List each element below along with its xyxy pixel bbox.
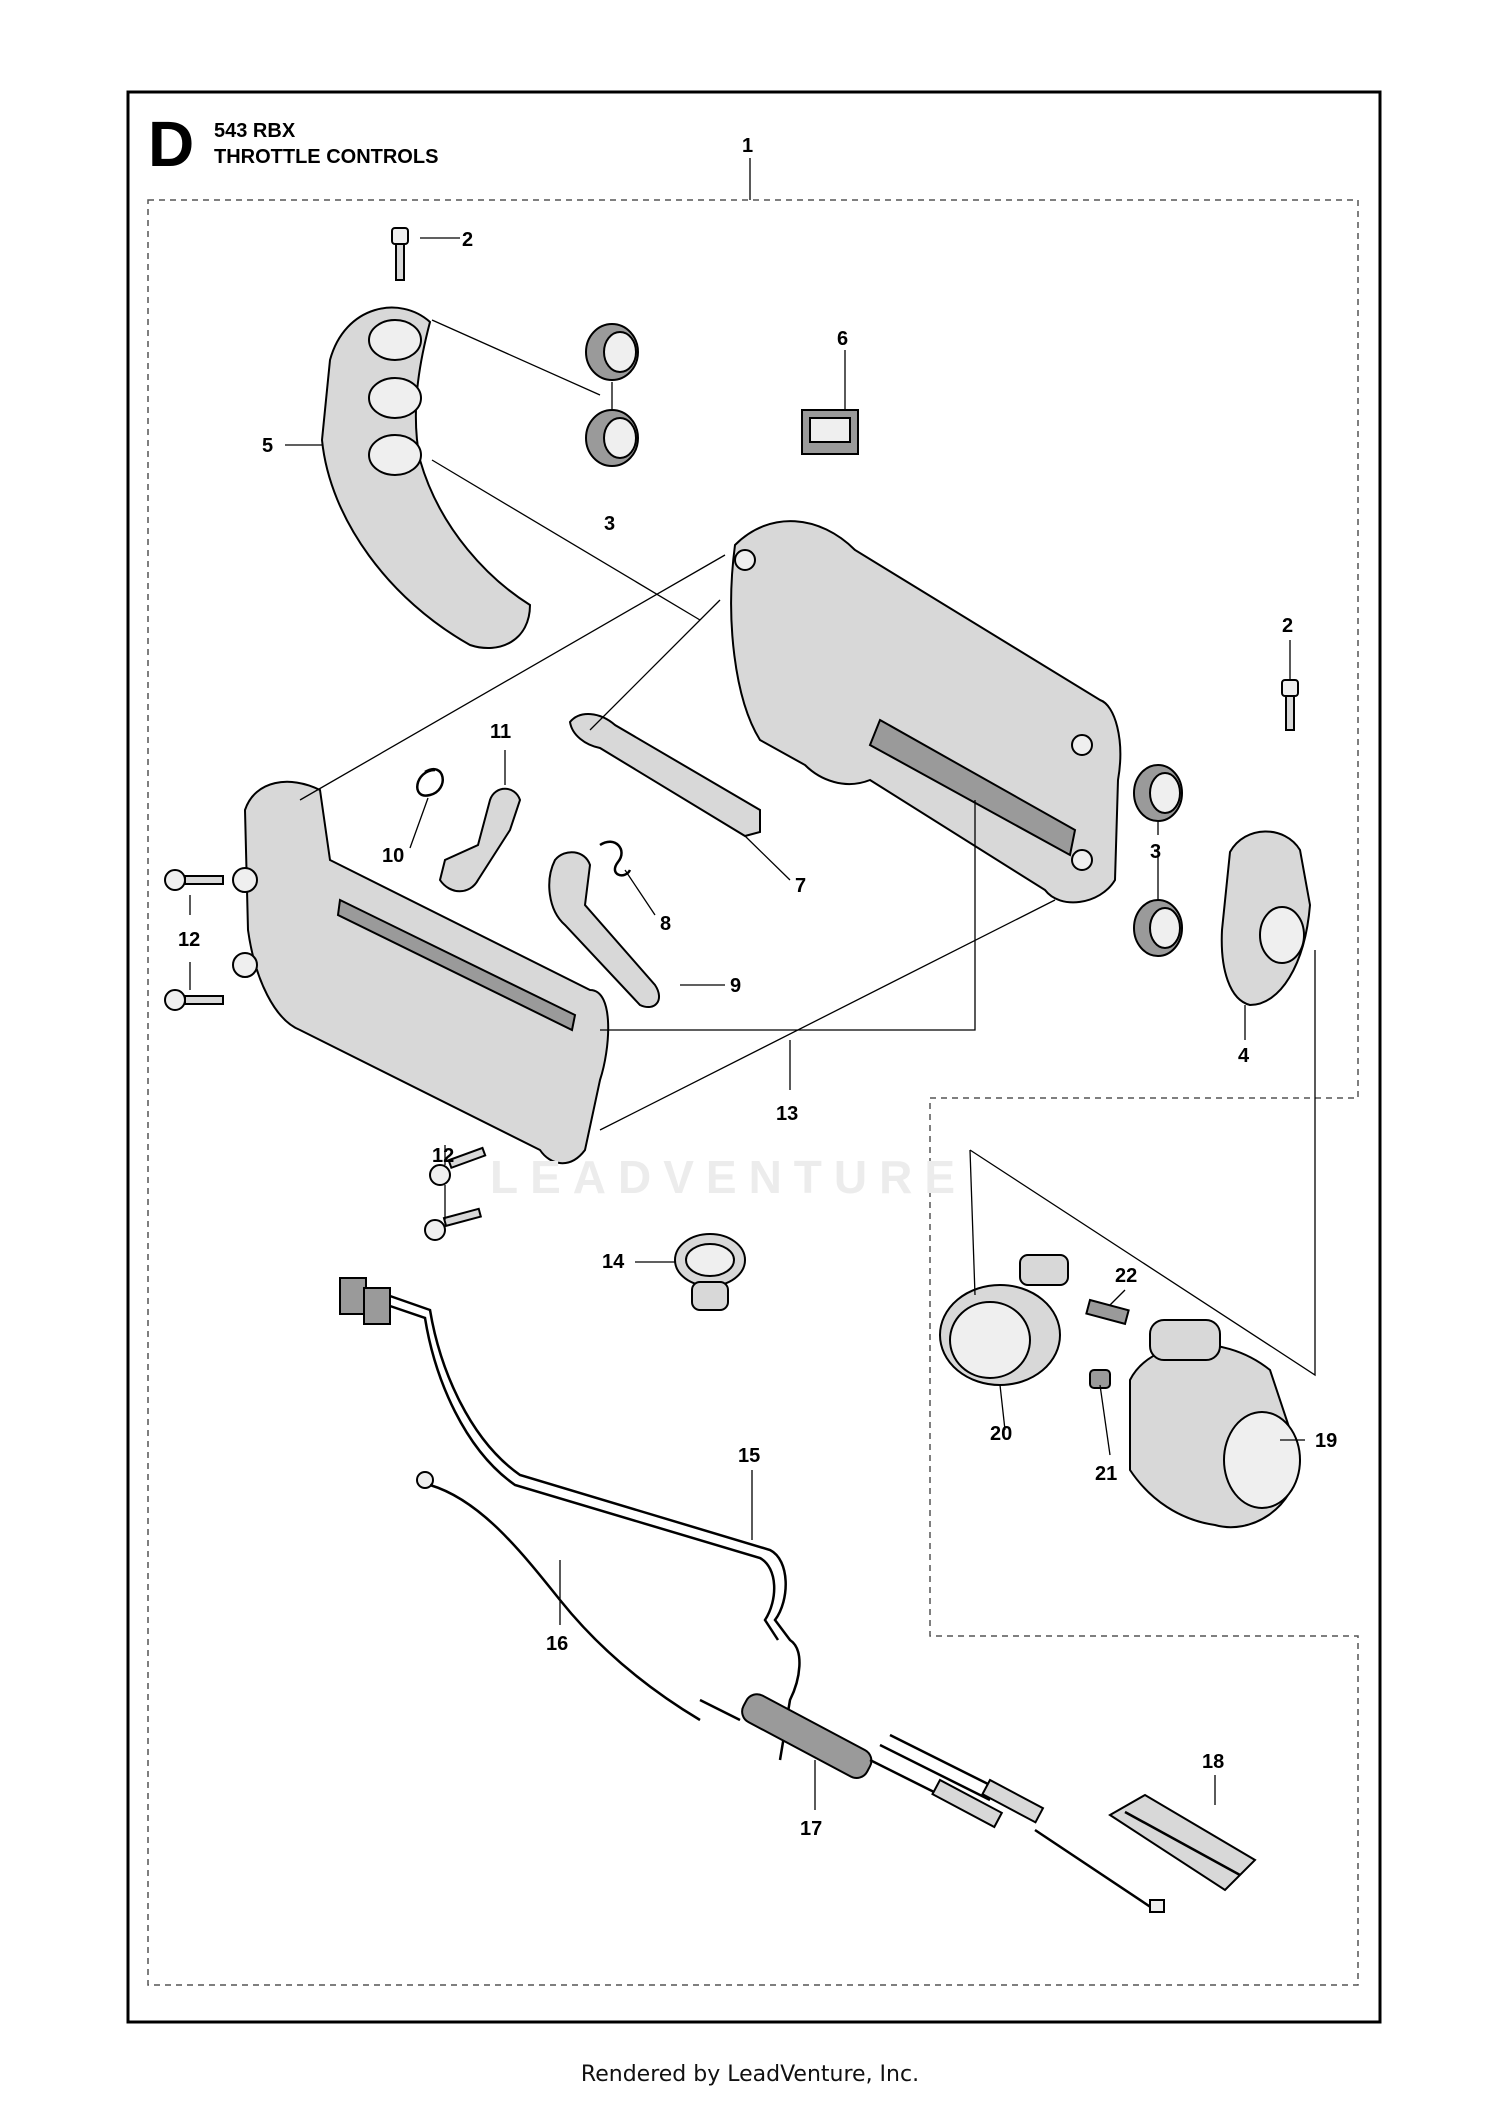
callout-17: 17	[800, 1818, 822, 1840]
part-15-wire	[339, 1277, 801, 1761]
callout-1: 1	[742, 135, 753, 157]
callout-7: 7	[795, 875, 806, 897]
callout-4: 4	[1238, 1045, 1250, 1067]
part-11-lock-lever	[438, 787, 522, 893]
callout-16: 16	[546, 1633, 568, 1655]
part-9-throttle-lock	[548, 851, 660, 1008]
callout-3-right: 3	[1150, 841, 1161, 863]
part-3-bearings-upper	[585, 323, 639, 467]
part-18-block	[1108, 1793, 1257, 1892]
callout-18: 18	[1202, 1751, 1224, 1773]
callout-15: 15	[738, 1445, 760, 1467]
callout-22: 22	[1115, 1265, 1137, 1287]
callout-19: 19	[1315, 1430, 1337, 1452]
callout-3-upper: 3	[604, 513, 615, 535]
callout-5: 5	[262, 435, 273, 457]
part-17-cable-assembly	[699, 1693, 1165, 1913]
callout-11: 11	[490, 721, 511, 743]
part-5-handle-cover	[320, 306, 532, 650]
callout-2-right: 2	[1282, 615, 1293, 637]
callout-12-lower: 12	[432, 1145, 454, 1167]
part-19-grip-sleeve	[1129, 1319, 1302, 1529]
callout-13: 13	[776, 1103, 798, 1125]
callout-20: 20	[990, 1423, 1012, 1445]
callout-21: 21	[1095, 1463, 1117, 1485]
part-2-screw-right	[1281, 679, 1299, 731]
section-letter: D	[148, 108, 195, 180]
part-2-screw-top	[391, 227, 409, 281]
part-12-screws	[164, 869, 487, 1241]
part-14-clamp	[674, 1233, 746, 1311]
part-6-switch	[801, 409, 859, 455]
assembly-boundary	[147, 199, 1359, 1986]
part-22-screw	[1085, 1298, 1130, 1326]
part-10-spring	[416, 768, 444, 797]
part-4-end-cap	[1220, 830, 1312, 1007]
part-8-spring	[599, 840, 632, 877]
diagram-title: THROTTLE CONTROLS	[214, 146, 439, 168]
callout-12-left: 12	[178, 929, 200, 951]
part-7-trigger	[568, 713, 761, 838]
footer-credit: Rendered by LeadVenture, Inc.	[580, 2062, 920, 2087]
callout-labels: 1 2 2 3 3 4 5 6 7 8 9 10 11 12 12 12 13 …	[178, 135, 1337, 1840]
callout-14: 14	[602, 1251, 625, 1273]
part-3-bearings-right	[1133, 764, 1183, 957]
callout-8: 8	[660, 913, 671, 935]
part-12-lower-handle	[232, 780, 610, 1165]
watermark: LEADVENTURE	[490, 1151, 968, 1203]
model-number: 543 RBX	[214, 120, 296, 142]
callout-9: 9	[730, 975, 741, 997]
part-13-handle-frame	[730, 520, 1122, 904]
callout-10: 10	[382, 845, 404, 867]
part-16-wire	[416, 1471, 701, 1722]
callout-6: 6	[837, 328, 848, 350]
outer-frame	[126, 90, 1382, 2024]
callout-2-top: 2	[462, 229, 473, 251]
part-20-clamp-ring	[939, 1254, 1069, 1386]
leader-lines	[189, 237, 1316, 1810]
